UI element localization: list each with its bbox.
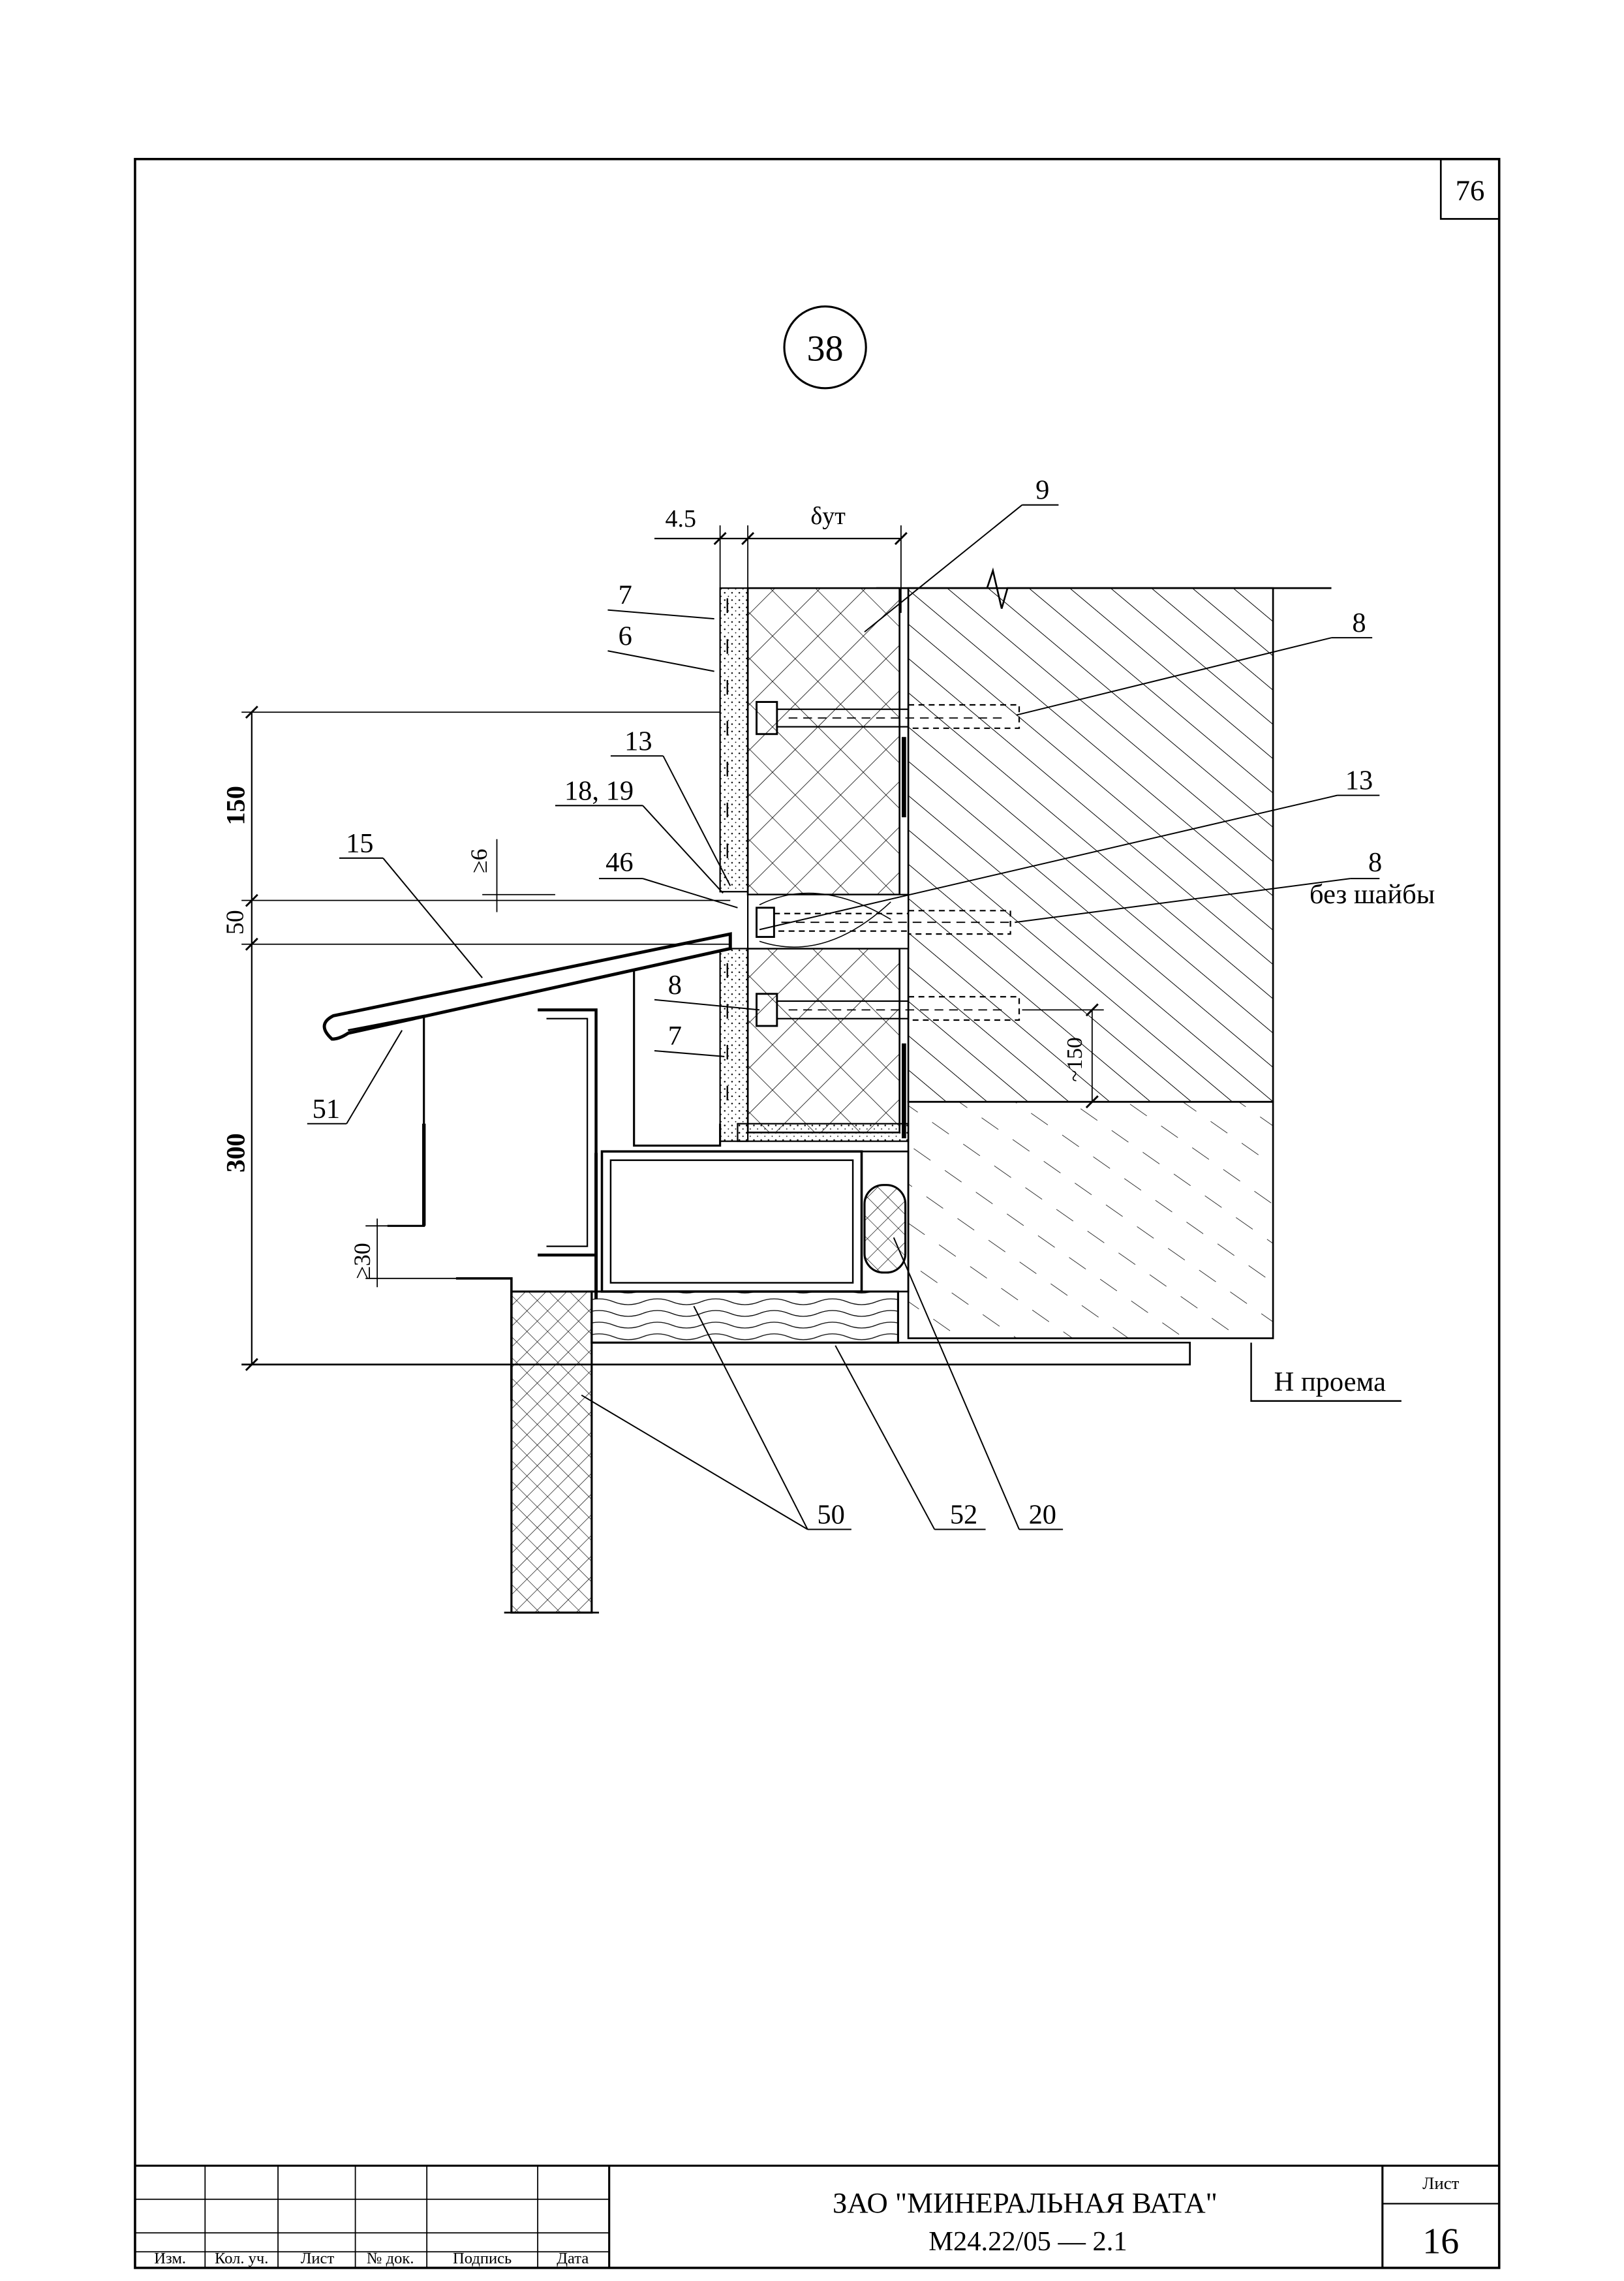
dim-300: 300 [221, 1133, 251, 1172]
dim-insulation: δут [810, 503, 846, 530]
callout-46: 46 [605, 847, 633, 878]
sandwich-panel [455, 1277, 600, 1614]
dim-150-anchor: ~150 [1063, 1037, 1087, 1081]
organization-name: ЗАО "МИНЕРАЛЬНАЯ ВАТА" [833, 2186, 1218, 2219]
dowel-anchor-top [756, 701, 1020, 736]
plaster-layer [719, 587, 910, 1142]
page-number-box: 76 [1439, 158, 1501, 220]
tb-col-sign: Подпись [453, 2250, 512, 2267]
callout-50: 50 [817, 1499, 844, 1530]
callout-6: 6 [619, 621, 632, 651]
callout-51: 51 [313, 1094, 340, 1125]
callout-8-top: 8 [1352, 608, 1366, 638]
sill-flashing [322, 932, 732, 1227]
sheet-label: Лист [1422, 2173, 1459, 2193]
callout-8-mid-note: без шайбы [1310, 879, 1435, 910]
detail-marker: 38 [783, 305, 867, 390]
dimension-lines [241, 525, 1402, 1402]
wooden-sill [590, 1290, 899, 1344]
detail-number: 38 [807, 328, 844, 369]
callout-9: 9 [1035, 475, 1049, 506]
callout-15: 15 [346, 828, 373, 859]
callout-leaders [307, 504, 1380, 1530]
dim-4-5: 4.5 [666, 505, 697, 533]
callout-8-low: 8 [668, 970, 682, 1001]
tb-col-list: Лист [301, 2250, 335, 2267]
tb-col-doc: № док. [367, 2250, 414, 2267]
document-code: М24.22/05 — 2.1 [928, 2226, 1127, 2257]
callout-13-left: 13 [624, 726, 652, 756]
window-frame [241, 1150, 1191, 1366]
dim-ge30: ≥30 [349, 1243, 375, 1279]
support-profile [538, 970, 722, 1299]
tb-col-izm: Изм. [154, 2250, 186, 2267]
tb-col-date: Дата [557, 2250, 589, 2267]
sealing-cord [863, 1184, 907, 1274]
callout-7-low: 7 [668, 1021, 682, 1051]
callout-52: 52 [950, 1499, 977, 1530]
opening-level-label: Н проема [1274, 1367, 1386, 1397]
masonry-wall [876, 567, 1332, 1103]
callout-7-top: 7 [619, 580, 632, 611]
dowel-anchor-mid [756, 907, 1015, 939]
dim-ge6: ≥6 [466, 849, 492, 874]
callout-13-right: 13 [1345, 766, 1373, 796]
title-block [134, 2164, 1499, 2268]
dim-50: 50 [221, 910, 249, 935]
window-board [241, 1341, 1191, 1366]
dim-150-top: 150 [221, 786, 251, 825]
sheet-number: 16 [1422, 2222, 1459, 2262]
tb-col-kol: Кол. уч. [215, 2250, 268, 2267]
drawing-frame [134, 157, 1501, 2269]
insulation-layer [746, 587, 910, 1134]
callout-20: 20 [1029, 1499, 1056, 1530]
callout-8-mid: 8 [1368, 847, 1382, 878]
callout-18-19: 18, 19 [564, 775, 634, 806]
page-number: 76 [1456, 174, 1485, 206]
concrete-lintel [907, 1100, 1274, 1339]
